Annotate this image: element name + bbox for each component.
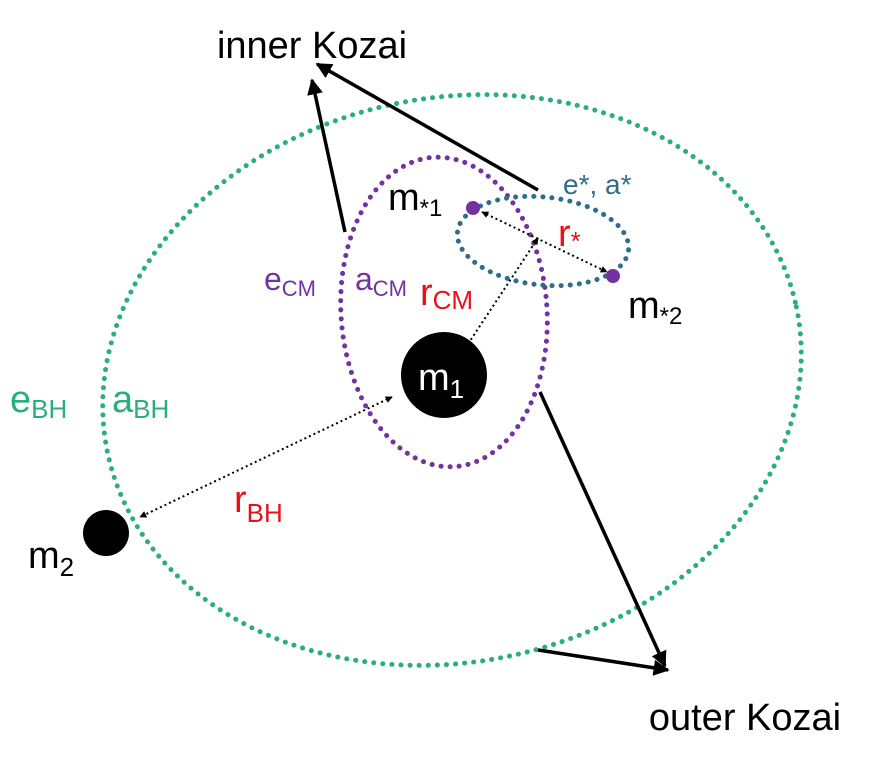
r-star-vector	[481, 211, 608, 273]
outer-kozai-arrow-bottom	[537, 648, 670, 676]
outer-kozai-arrow-top	[538, 391, 667, 668]
m-star1-body	[466, 201, 480, 215]
e-cm-label: eCM	[264, 261, 316, 301]
r-cm-label: rCM	[420, 272, 473, 315]
m-star2-body	[606, 269, 620, 283]
inner-kozai-arrow-left	[307, 78, 347, 233]
e-bh-label: eBH	[10, 379, 67, 424]
r-cm-vector	[465, 237, 539, 348]
a-bh-label: aBH	[112, 379, 169, 424]
m2-body	[83, 510, 129, 556]
a-cm-label: aCM	[355, 261, 407, 301]
r-bh-vector	[139, 396, 393, 518]
outer-kozai-label: outer Kozai	[649, 697, 841, 739]
m-star1-label: m*1	[388, 177, 442, 222]
m2-label: m2	[28, 535, 74, 582]
m1-body	[401, 332, 487, 418]
e-star-a-star-label: e*, a*	[563, 169, 632, 200]
m1-label: m1	[418, 357, 464, 404]
inner-kozai-arrow-right	[315, 62, 539, 192]
r-bh-label: rBH	[234, 479, 283, 528]
inner-kozai-label: inner Kozai	[217, 25, 407, 67]
m-star2-label: m*2	[628, 285, 682, 330]
bh-orbit	[100, 92, 804, 668]
star-orbit	[454, 193, 632, 289]
cm-orbit	[338, 154, 550, 470]
r-star-label: r*	[558, 213, 581, 256]
